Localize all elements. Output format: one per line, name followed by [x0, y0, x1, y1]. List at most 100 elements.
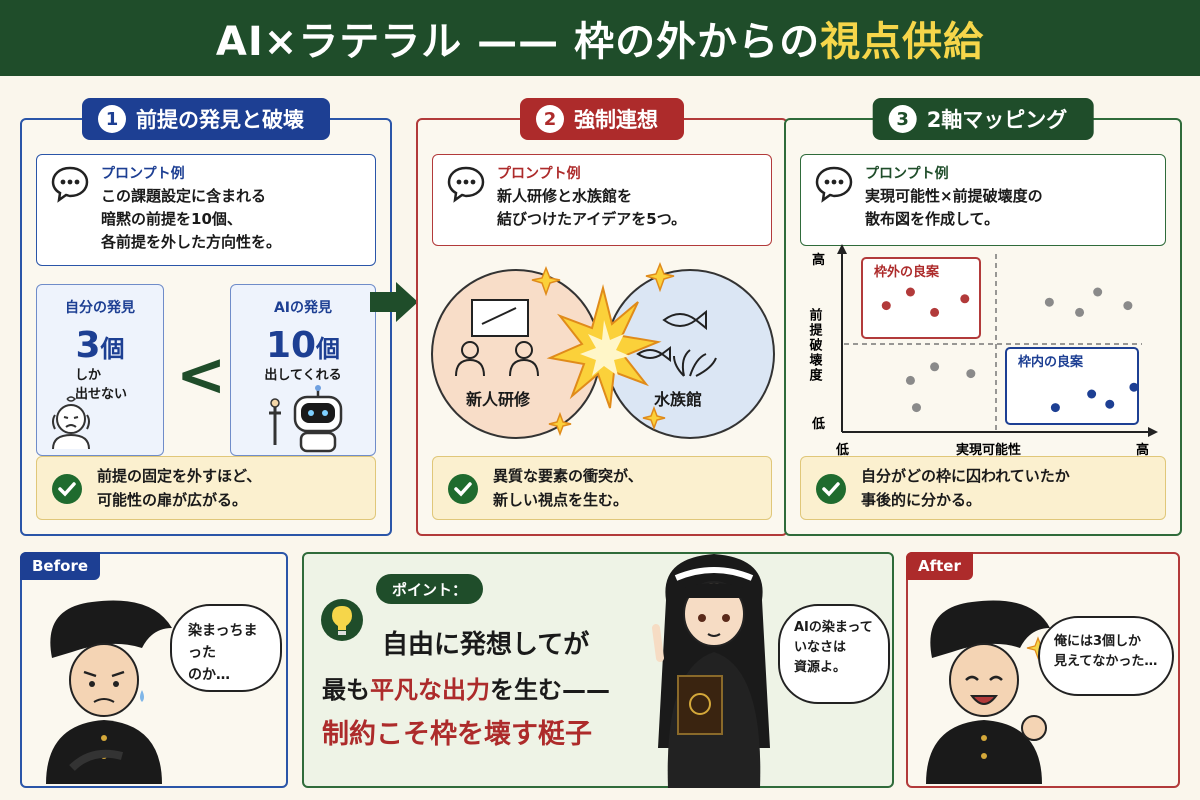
- troubled-person-icon: [52, 396, 90, 450]
- self-note: しか: [75, 368, 102, 383]
- prompt-label: プロンプト例: [865, 166, 949, 182]
- heading-text: 強制連想: [574, 108, 658, 132]
- circle-label-training: 新人研修: [466, 390, 531, 409]
- chat-bubble-icon: [447, 166, 485, 203]
- chat-bubble-icon: [51, 166, 89, 203]
- before-tag: Before: [20, 552, 101, 580]
- scatter-point: [930, 362, 940, 372]
- step-number-1: 1: [98, 105, 126, 133]
- takeaway-line: 新しい視点を生む。: [493, 491, 629, 509]
- panel-forced-association: 2 強制連想 プロンプト例 新人研修と水族館を 結びつけたアイデアを5つ。: [416, 98, 788, 536]
- scatter-point: [966, 369, 976, 379]
- outside-box-label: 枠外の良案: [874, 264, 940, 280]
- worried-student-illustration: [46, 600, 172, 784]
- ai-note: 出してくれる: [264, 368, 342, 383]
- takeaway-line: 事後的に分かる。: [861, 491, 982, 509]
- takeaway-box: 自分がどの枠に囚われていたか 事後的に分かる。: [800, 456, 1166, 520]
- takeaway-line: 可能性の扉が広がる。: [97, 491, 248, 509]
- prompt-example-box: プロンプト例 実現可能性×前提破壊度の 散布図を作成して。: [800, 154, 1166, 246]
- scatter-point: [905, 287, 915, 297]
- before-speech-bubble: 染まっちまった のか…: [170, 604, 282, 692]
- step-number-3: 3: [888, 105, 917, 133]
- training-icon: [455, 299, 539, 377]
- scatter-point: [1075, 307, 1085, 317]
- bubble-line: 資源よ。: [794, 660, 847, 675]
- sparkle-icon: [531, 265, 561, 297]
- circle-label-aquarium: 水族館: [654, 390, 703, 409]
- bubble-line: AIの染まって: [794, 620, 873, 635]
- self-discovery-card: 自分の発見 3個 しか 出せない: [36, 284, 164, 456]
- sparkle-icon: [645, 261, 675, 293]
- scatter-plot: 枠外の良案 枠内の良案 高 低 低 高 実現可能性 前提破壊度: [807, 244, 1158, 458]
- title-main: AI×ラテラル —— 枠の外からの: [215, 19, 821, 65]
- after-tag: After: [906, 552, 973, 580]
- y-axis-label: 前提破壊度: [807, 307, 823, 383]
- prompt-label: プロンプト例: [101, 166, 185, 182]
- point-line-3: 制約こそ枠を壊す梃子: [322, 719, 592, 750]
- scatter-point: [1087, 389, 1097, 399]
- gothic-girl-illustration: [652, 554, 770, 788]
- takeaway-line: 自分がどの枠に囚われていたか: [861, 467, 1070, 485]
- scatter-point: [905, 375, 915, 385]
- heading-text: 2軸マッピング: [926, 108, 1068, 132]
- scatter-point: [960, 294, 970, 304]
- panel-premise-heading: 1 前提の発見と破壊: [82, 98, 330, 140]
- point-panel: ポイント： 自由に発想してが 最も平凡な出力を生む—— 制約こそ枠を壊す梃子 A…: [302, 552, 894, 788]
- scatter-point: [930, 307, 940, 317]
- lightbulb-icon: [321, 599, 363, 641]
- check-circle-icon: [816, 474, 846, 504]
- point-line-2: 最も平凡な出力を生む——: [322, 676, 610, 704]
- outside-box: [861, 257, 981, 339]
- prompt-line: 結びつけたアイデアを5つ。: [497, 210, 687, 228]
- y-high-label: 高: [812, 252, 825, 268]
- scatter-point: [1105, 399, 1115, 409]
- arrow-right-icon: [370, 282, 418, 322]
- scatter-point: [911, 403, 921, 413]
- takeaway-line: 異質な要素の衝突が、: [493, 467, 643, 485]
- happy-student-illustration: [926, 600, 1050, 784]
- panel-forced-association-heading: 2 強制連想: [520, 98, 684, 140]
- scatter-point: [1044, 297, 1054, 307]
- self-discovery-title: 自分の発見: [65, 300, 135, 316]
- before-panel: Before 染まっちまった のか…: [20, 552, 288, 788]
- bubble-line: 見えてなかった…: [1054, 654, 1158, 669]
- self-note: 出せない: [75, 387, 128, 402]
- robot-icon: [269, 385, 343, 453]
- scatter-point: [1129, 382, 1139, 392]
- scatter-point: [881, 301, 891, 311]
- panel-two-axis-mapping-heading: 3 2軸マッピング: [872, 98, 1094, 140]
- after-panel: After 俺には3個しか 見えてなかった…: [906, 552, 1180, 788]
- x-low-label: 低: [835, 442, 849, 458]
- ai-discovery-card: AIの発見 10個 出してくれる: [230, 284, 376, 456]
- inside-box-label: 枠内の良案: [1018, 354, 1084, 370]
- bubble-line: 俺には3個しか: [1054, 634, 1142, 649]
- scatter-point: [1123, 301, 1133, 311]
- scatter-point: [1050, 403, 1060, 413]
- check-circle-icon: [448, 474, 478, 504]
- compare-symbol: <: [176, 340, 227, 410]
- after-speech-bubble: 俺には3個しか 見えてなかった…: [1038, 616, 1174, 696]
- collision-illustration: [431, 261, 775, 439]
- prompt-line: この課題設定に含まれる: [101, 187, 267, 205]
- takeaway-box: 異質な要素の衝突が、 新しい視点を生む。: [432, 456, 772, 520]
- prompt-line: 各前提を外した方向性を。: [101, 233, 282, 251]
- girl-speech-bubble: AIの染まって いなさは 資源よ。: [778, 604, 890, 704]
- point-tag: ポイント：: [376, 574, 484, 604]
- chat-bubble-icon: [815, 166, 853, 203]
- step-number-2: 2: [536, 105, 564, 133]
- prompt-label: プロンプト例: [497, 166, 581, 182]
- x-high-label: 高: [1136, 442, 1149, 458]
- page-title: AI×ラテラル —— 枠の外からの視点供給: [0, 0, 1200, 76]
- sparkle-icon: [642, 405, 666, 431]
- bubble-line: 染まっちまった: [188, 623, 258, 661]
- title-highlight: 視点供給: [820, 19, 985, 65]
- bubble-line: いなさは: [794, 640, 847, 655]
- scatter-point: [1093, 287, 1103, 297]
- prompt-line: 暗黙の前提を10個、: [101, 210, 242, 228]
- prompt-line: 実現可能性×前提破壊度の: [865, 187, 1043, 205]
- prompt-line: 散布図を作成して。: [865, 210, 1000, 228]
- ai-discovery-count: 10個: [265, 325, 341, 366]
- heading-text: 前提の発見と破壊: [136, 108, 304, 132]
- takeaway-box: 前提の固定を外すほど、 可能性の扉が広がる。: [36, 456, 376, 520]
- x-axis-label: 実現可能性: [956, 442, 1021, 458]
